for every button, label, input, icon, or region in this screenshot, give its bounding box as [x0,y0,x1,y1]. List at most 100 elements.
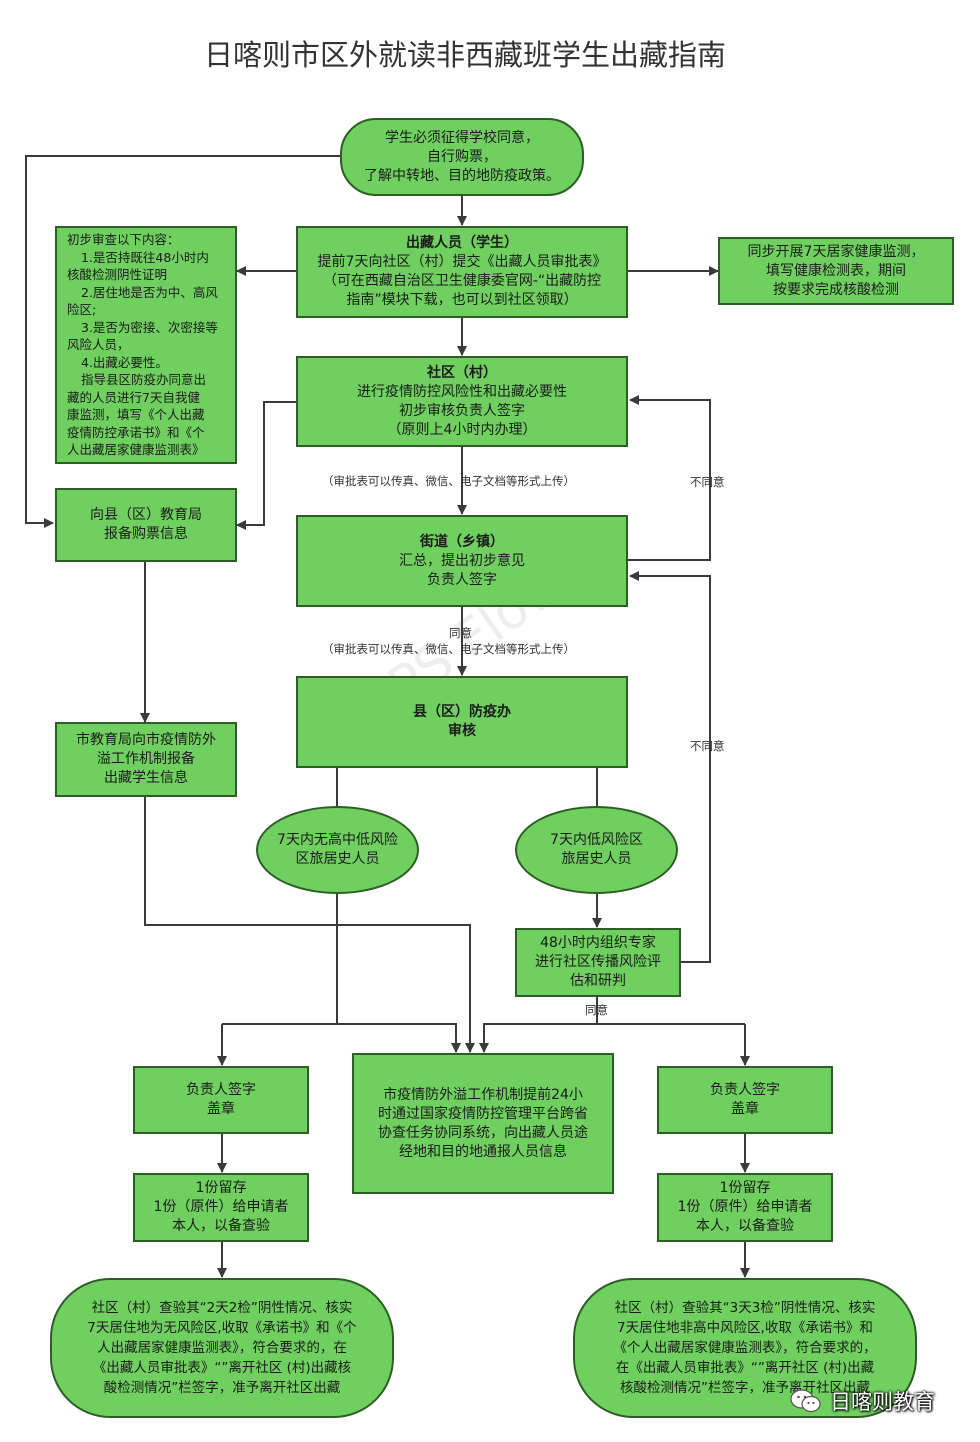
disagree-label-2: 不同意 [690,739,725,753]
copy-left-node: 1份留存 1份（原件）给申请者 本人，以备查验 [133,1173,309,1242]
copy-right-line: 1份（原件）给申请者 [677,1199,813,1215]
check-right-line: 在《出藏人员审批表》“”离开社区 (村)出藏 [615,1360,875,1376]
health-monitor-node: 同步开展7天居家健康监测， 填写健康检测表，期间 按要求完成核酸检测 [718,237,954,305]
brand-watermark: 日喀则教育 [790,1386,935,1416]
arrow-no-risk-to-mechanism [222,1023,461,1053]
low-risk-line: 旅居史人员 [561,851,632,867]
check-left-line: 社区（村）查验其“2天2检”阴性情况、核实 [91,1300,353,1316]
arrow-city-edu-to-mechanism [144,797,475,1053]
low-risk-node: 7天内低风险区 旅居史人员 [515,806,678,894]
copy-left-line: 1份（原件）给申请者 [153,1199,289,1215]
community-line: 进行疫情防控风险性和出藏必要性 [357,383,567,400]
no-risk-node: 7天内无高中低风险 区旅居史人员 [256,806,419,894]
arrow-start-to-county-edu [25,155,340,528]
upload-note-1: （审批表可以传真、微信、电子文档等形式上传） [322,474,575,488]
city-mechanism-line: 协查任务协同系统，向出藏人员途 [378,1124,588,1141]
street-line: 负责人签字 [427,571,497,588]
county-office-line: 县（区）防疫办 [413,704,511,720]
health-monitor-line: 按要求完成核酸检测 [773,281,899,298]
city-edu-node: 市教育局向市疫情防外 溢工作机制报备 出藏学生信息 [55,722,237,797]
arrow-street-to-community-disagree [628,395,711,561]
preliminary-line: 风险人员， [67,337,130,353]
sign-right-node: 负责人签字 盖章 [657,1066,833,1134]
city-edu-line: 出藏学生信息 [104,770,188,786]
city-mechanism-node: 市疫情防外溢工作机制提前24小 时通过国家疫情防控管理平台跨省 协查任务协同系统… [352,1053,614,1194]
applicant-line: 提前7天向社区（村）提交《出藏人员审批表》 [317,254,607,270]
applicant-heading: 出藏人员（学生） [406,235,518,251]
upload-note-2: （审批表可以传真、微信、电子文档等形式上传） [322,642,575,656]
copy-left-line: 本人，以备查验 [172,1218,270,1234]
sign-right-line: 负责人签字 [710,1082,780,1098]
city-mechanism-line: 市疫情防外溢工作机制提前24小 [383,1086,583,1103]
arrow-expert-to-street-disagree [629,571,711,963]
check-right-line: 7天居住地非高中风险区,收取《承诺书》和 [617,1320,873,1336]
city-mechanism-line: 时通过国家疫情防控管理平台跨省 [378,1105,588,1122]
start-line: 了解中转地、目的地防疫政策。 [364,167,560,184]
preliminary-line: 指导县区防疫办同意出 [81,372,207,388]
check-right-node: 社区（村）查验其“3天3检”阴性情况、核实 7天居住地非高中风险区,收取《承诺书… [573,1278,917,1418]
agree-label-2: 同意 [585,1003,608,1017]
arrow-community-to-county-edu [236,401,296,530]
expert-line: 48小时内组织专家 [540,935,656,951]
county-office-node: 县（区）防疫办 审核 [296,676,628,768]
start-line: 自行购票， [427,148,497,165]
applicant-line: （可在西藏自治区卫生健康委官网-“出藏防控 [322,273,602,289]
sign-left-line: 负责人签字 [186,1082,256,1098]
county-edu-line: 报备购票信息 [104,526,188,542]
expert-line: 估和研判 [570,973,626,989]
sign-left-line: 盖章 [207,1101,235,1117]
preliminary-line: 4.出藏必要性。 [81,354,168,370]
county-office-line: 审核 [448,723,476,739]
preliminary-line: 康监测，填写《个人出藏 [67,407,205,423]
county-edu-line: 向县（区）教育局 [90,507,202,523]
health-monitor-line: 同步开展7天居家健康监测， [747,243,925,260]
health-monitor-line: 填写健康检测表，期间 [766,262,906,279]
preliminary-line: 初步审查以下内容： [67,232,180,248]
preliminary-line: 核酸检测阴性证明 [67,267,168,283]
expert-node: 48小时内组织专家 进行社区传播风险评 估和研判 [515,928,681,997]
check-left-node: 社区（村）查验其“2天2检”阴性情况、核实 7天居住地为无风险区,收取《承诺书》… [50,1278,394,1418]
copy-right-node: 1份留存 1份（原件）给申请者 本人，以备查验 [657,1173,833,1242]
arrow-expert-to-mechanism [479,1023,745,1053]
sign-left-node: 负责人签字 盖章 [133,1066,309,1134]
expert-line: 进行社区传播风险评 [535,954,661,970]
start-line: 学生必须征得学校同意， [385,129,539,146]
sign-right-line: 盖章 [731,1101,759,1117]
check-left-line: 酸检测情况”栏签字，准予离开社区出藏 [103,1380,341,1396]
check-right-line: 《个人出藏居家健康监测表》，符合要求的， [613,1340,877,1356]
preliminary-review-node: 初步审查以下内容： 1.是否持既往48小时内 核酸检测阴性证明 2.居住地是否为… [55,226,237,464]
preliminary-line: 人出藏居家健康监测表》 [67,442,205,458]
street-line: 汇总，提出初步意见 [399,552,525,569]
copy-left-line: 1份留存 [195,1180,247,1196]
check-left-line: 7天居住地为无风险区,收取《承诺书》和《个 [87,1320,357,1336]
community-line: （原则上4小时内办理） [387,421,537,438]
wechat-icon [790,1389,821,1413]
city-edu-line: 市教育局向市疫情防外 [76,732,216,748]
start-node: 学生必须征得学校同意， 自行购票， 了解中转地、目的地防疫政策。 [340,118,584,196]
community-heading: 社区（村） [427,364,497,381]
preliminary-line: 疫情防控承诺书》和《个 [67,424,205,440]
preliminary-line: 1.是否持既往48小时内 [81,249,209,265]
copy-right-line: 本人，以备查验 [696,1218,794,1234]
preliminary-line: 2.居住地是否为中、高风 [81,284,218,300]
applicant-node: 出藏人员（学生） 提前7天向社区（村）提交《出藏人员审批表》 （可在西藏自治区卫… [296,226,628,318]
city-edu-line: 溢工作机制报备 [97,751,195,767]
county-edu-node: 向县（区）教育局 报备购票信息 [55,488,237,562]
city-mechanism-line: 经地和目的地通报人员信息 [399,1143,567,1160]
community-node: 社区（村） 进行疫情防控风险性和出藏必要性 初步审核负责人签字 （原则上4小时内… [296,356,628,447]
page-title: 日喀则市区外就读非西藏班学生出藏指南 [203,38,726,72]
preliminary-line: 3.是否为密接、次密接等 [81,319,218,335]
no-risk-line: 区旅居史人员 [295,851,380,867]
check-left-line: 人出藏居家健康监测表》，符合要求的，在 [97,1340,347,1356]
applicant-line: 指南”模块下载，也可以到社区领取） [346,292,578,308]
low-risk-line: 7天内低风险区 [550,832,643,848]
street-heading: 街道（乡镇） [420,533,504,550]
street-node: 街道（乡镇） 汇总，提出初步意见 负责人签字 [296,515,628,607]
check-right-line: 社区（村）查验其“3天3检”阴性情况、核实 [614,1300,876,1316]
copy-right-line: 1份留存 [719,1180,771,1196]
brand-name: 日喀则教育 [830,1390,935,1414]
check-left-line: 《出藏人员审批表》“”离开社区 (村)出藏核 [92,1360,352,1376]
preliminary-line: 险区; [67,302,97,318]
